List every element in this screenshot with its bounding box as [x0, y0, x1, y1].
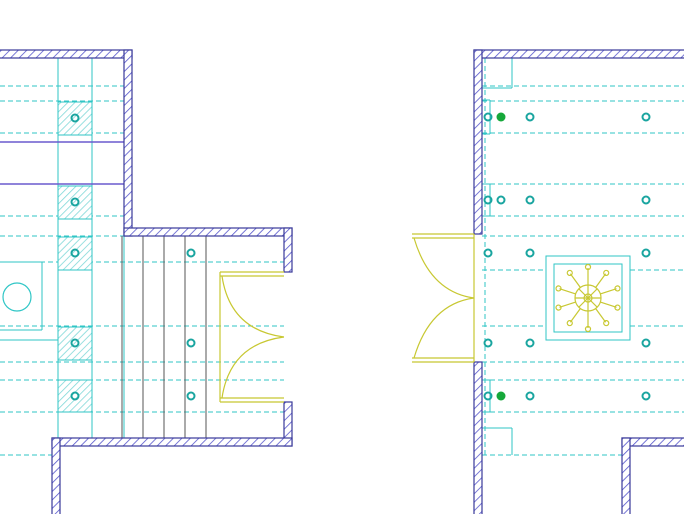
downlights — [70, 113, 196, 401]
green-light-icon — [496, 112, 506, 122]
downlight-icon — [70, 391, 80, 401]
downlight-icon — [496, 195, 506, 205]
walls — [473, 49, 684, 514]
downlight-icon — [483, 391, 493, 401]
right-room — [412, 49, 684, 514]
downlight-icon — [186, 248, 196, 258]
grid-lines — [482, 58, 684, 456]
downlight-icon — [70, 338, 80, 348]
double-door — [219, 271, 285, 403]
left-room — [0, 49, 293, 514]
walls — [0, 49, 293, 514]
downlight-icon — [525, 195, 535, 205]
downlight-icon — [525, 391, 535, 401]
downlight-icon — [483, 338, 493, 348]
downlight-icon — [641, 391, 651, 401]
downlight-icon — [70, 113, 80, 123]
downlight-icon — [483, 112, 493, 122]
downlight-icon — [641, 338, 651, 348]
stair-lines — [121, 236, 207, 438]
double-door — [412, 233, 475, 363]
chandelier-icon — [554, 263, 622, 333]
grid-lines — [0, 57, 284, 456]
downlight-icon — [186, 391, 196, 401]
downlight-icon — [70, 248, 80, 258]
downlight-icon — [525, 248, 535, 258]
downlight-icon — [186, 338, 196, 348]
beams — [0, 141, 124, 185]
hatched-panels — [57, 101, 93, 413]
downlight-icon — [641, 195, 651, 205]
downlight-icon — [525, 112, 535, 122]
downlight-icon — [70, 197, 80, 207]
downlight-icon — [483, 195, 493, 205]
downlight-icon — [641, 112, 651, 122]
green-light-icon — [496, 391, 506, 401]
ceiling-fan-icon — [2, 282, 32, 312]
downlight-icon — [483, 248, 493, 258]
downlights — [483, 112, 651, 401]
downlight-icon — [525, 338, 535, 348]
downlight-icon — [641, 248, 651, 258]
